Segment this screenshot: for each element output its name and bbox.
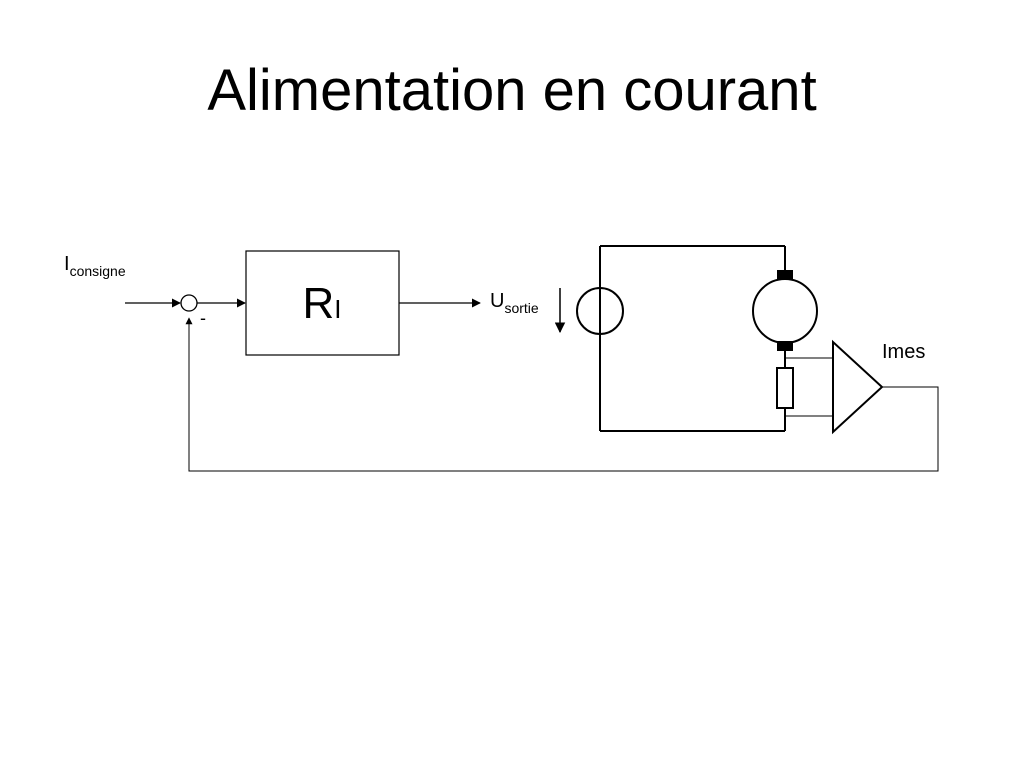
shunt-resistor <box>776 367 794 409</box>
controller-block <box>245 250 400 356</box>
measurement-amplifier <box>832 339 884 435</box>
summing-junction <box>180 294 198 312</box>
slide-title: Alimentation en courant <box>207 58 817 123</box>
summing-minus-sign: - <box>200 308 206 328</box>
output-voltage-label: Usortie <box>490 290 539 316</box>
feedback-path <box>185 317 939 472</box>
measurement-label: Imes <box>882 341 925 363</box>
motor-brush-bottom <box>777 341 793 351</box>
setpoint-label: Iconsigne <box>64 253 126 279</box>
setpoint-label-main: I <box>64 253 70 275</box>
output-voltage-sub: sortie <box>504 300 538 316</box>
motor-symbol <box>752 278 818 344</box>
setpoint-label-sub: consigne <box>70 263 126 279</box>
controller-label-sub: I <box>334 294 341 324</box>
controller-label-main: R <box>302 279 334 328</box>
controller-label: RI <box>302 279 341 328</box>
motor-brush-top <box>777 270 793 280</box>
output-voltage-main: U <box>490 290 504 312</box>
